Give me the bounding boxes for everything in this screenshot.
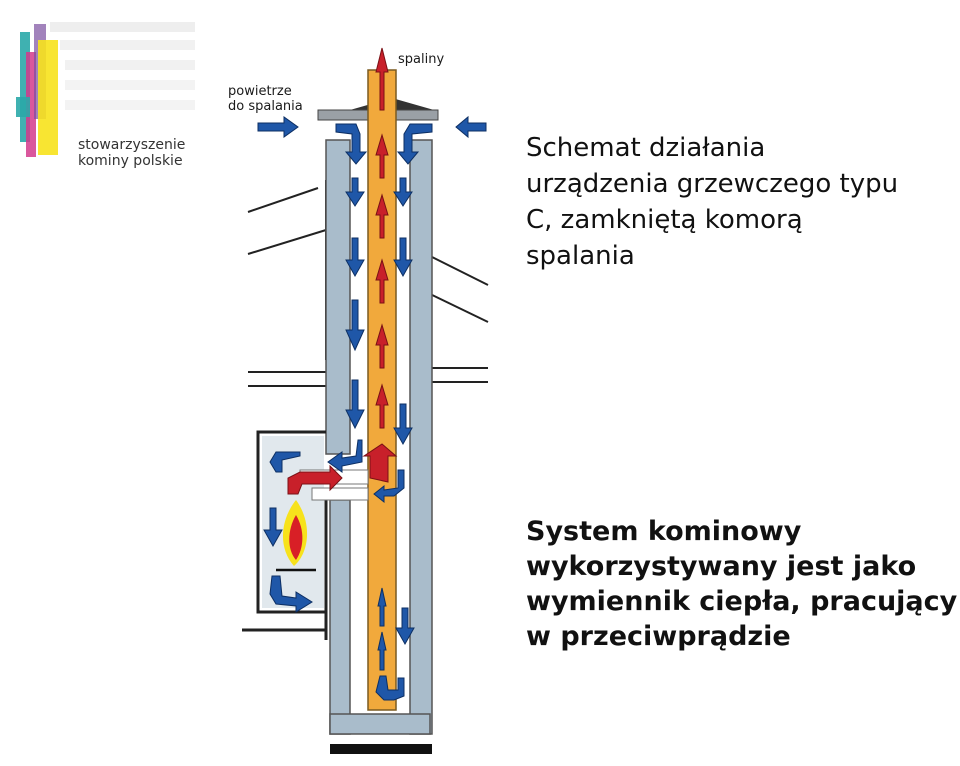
exhaust-arrow — [362, 443, 398, 483]
air-arrow — [269, 451, 301, 473]
base-plate — [330, 744, 432, 754]
exhaust-arrow — [287, 464, 343, 495]
exhaust-arrow — [375, 133, 389, 179]
description-line: System kominowy — [526, 516, 802, 547]
air-arrow — [345, 299, 365, 352]
logo: stowarzyszenie kominy polskie — [10, 12, 200, 182]
roof-line — [247, 187, 319, 213]
title-line: spalania — [526, 241, 635, 271]
exhaust-arrow — [375, 323, 389, 369]
exhaust-arrow — [375, 47, 389, 111]
slide-title: Schemat działania urządzenia grzewczego … — [526, 130, 956, 274]
air-arrow — [345, 379, 365, 430]
description-line: wykorzystywany jest jako — [526, 551, 917, 582]
roof-line — [427, 254, 489, 286]
air-arrow — [257, 116, 299, 138]
air-arrow — [393, 403, 413, 446]
air-arrows — [257, 115, 487, 701]
air-arrow — [393, 237, 413, 278]
roof-line — [247, 229, 327, 255]
slide-description: System kominowy wykorzystywany jest jako… — [526, 514, 958, 654]
air-arrow — [345, 237, 365, 278]
title-line: C, zamkniętą komorą — [526, 205, 803, 235]
roof-line — [427, 292, 489, 323]
logo-text-line: kominy polskie — [78, 153, 183, 169]
logo-text: stowarzyszenie kominy polskie — [78, 137, 185, 169]
title-line: Schemat działania — [526, 133, 766, 163]
air-arrow — [269, 575, 313, 613]
logo-text-line: stowarzyszenie — [78, 137, 186, 153]
air-arrow — [335, 123, 368, 165]
label-combustion-air: powietrze do spalania — [228, 84, 303, 114]
label-combustion-air-line: powietrze — [228, 84, 292, 99]
description-line: wymiennik ciepła, pracujący — [526, 586, 958, 617]
air-arrow — [375, 675, 405, 701]
exhaust-arrow — [375, 193, 389, 239]
air-arrow — [377, 631, 387, 671]
air-arrow — [396, 123, 433, 165]
description-line: w przeciwprądzie — [526, 621, 791, 652]
exhaust-arrow — [375, 383, 389, 429]
title-line: urządzenia grzewczego typu — [526, 169, 899, 199]
air-arrow — [393, 177, 413, 207]
air-arrow — [395, 607, 415, 646]
air-arrow — [377, 587, 387, 627]
label-exhaust: spaliny — [398, 52, 445, 67]
label-combustion-air-line: do spalania — [228, 99, 303, 114]
air-arrow — [455, 115, 487, 139]
air-arrow — [327, 439, 363, 473]
air-arrow — [373, 469, 405, 504]
air-arrow — [263, 507, 283, 548]
exhaust-arrows — [287, 47, 398, 495]
logo-mark-icon — [16, 22, 195, 157]
exhaust-arrow — [375, 258, 389, 304]
flame-icon — [276, 500, 316, 572]
air-arrow — [345, 177, 365, 207]
roof-lines — [247, 187, 489, 387]
